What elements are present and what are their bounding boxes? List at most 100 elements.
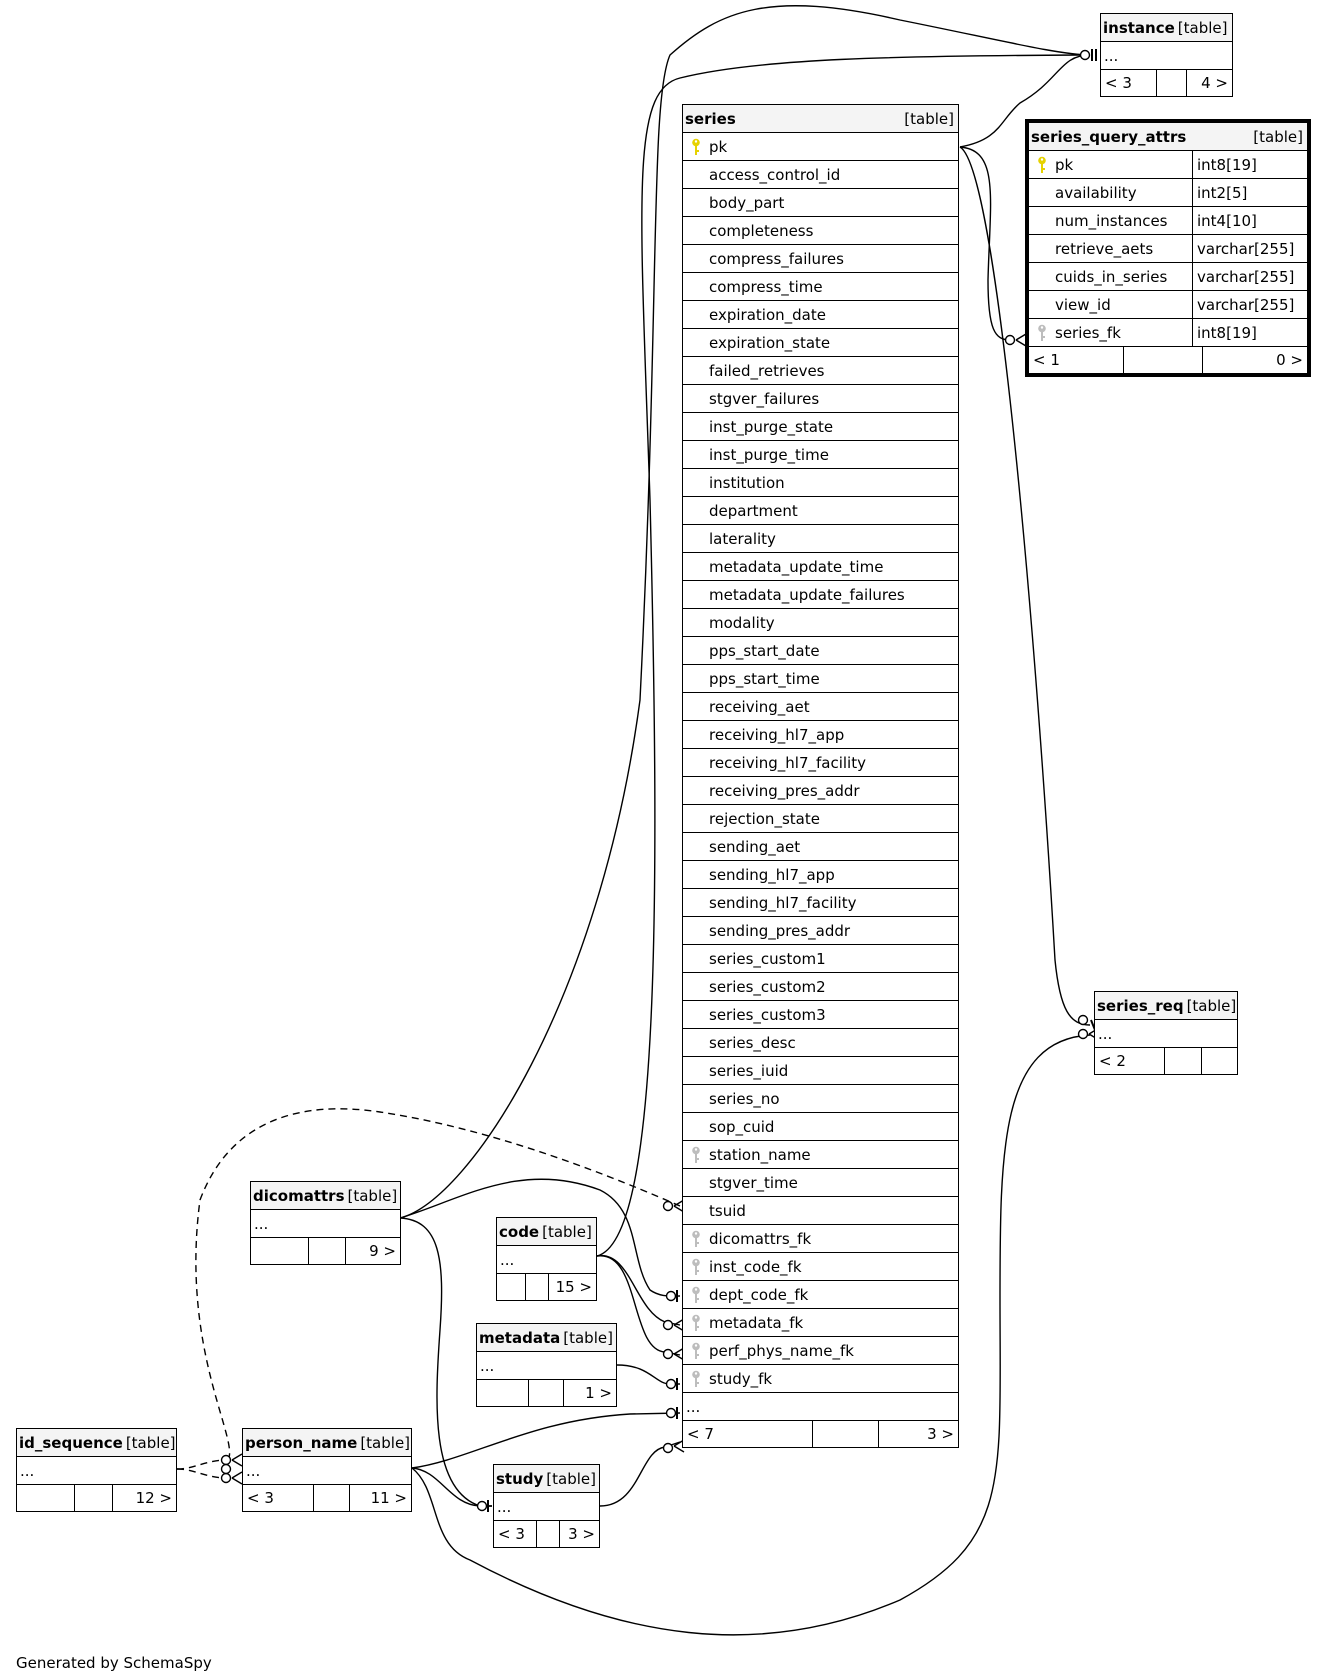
table-series-req[interactable]: series_req[table] ... < 2 xyxy=(1094,991,1238,1075)
table-header: series [table] xyxy=(683,105,958,133)
parents-link[interactable]: < 3 xyxy=(494,1521,537,1547)
column-name: inst_code_fk xyxy=(709,1257,802,1276)
column-name: metadata_fk xyxy=(709,1313,804,1332)
footer-middle xyxy=(309,1238,346,1264)
table-study[interactable]: study[table] ... < 3 3 > xyxy=(493,1464,600,1548)
column-type: int4[10] xyxy=(1197,211,1257,230)
foreign-key-icon xyxy=(692,1230,700,1247)
table-name: person_name xyxy=(245,1433,358,1452)
column-row: rejection_state xyxy=(683,805,958,833)
more-columns: ... xyxy=(683,1393,958,1421)
column-row: series_custom2 xyxy=(683,973,958,1001)
footer-middle xyxy=(314,1485,350,1511)
column-name: compress_time xyxy=(709,277,823,296)
table-dicomattrs[interactable]: dicomattrs[table] ... 9 > xyxy=(250,1181,401,1265)
column-row: receiving_pres_addr xyxy=(683,777,958,805)
children-link[interactable]: 11 > xyxy=(370,1489,407,1507)
table-name: series_req xyxy=(1097,996,1184,1015)
table-code[interactable]: code[table] ... 15 > xyxy=(496,1217,597,1301)
column-name: series_fk xyxy=(1055,323,1121,342)
column-name: department xyxy=(709,501,798,520)
column-row: institution xyxy=(683,469,958,497)
column-type: int8[19] xyxy=(1197,155,1257,174)
column-row: metadata_update_failures xyxy=(683,581,958,609)
rel-personname-study xyxy=(411,1467,492,1507)
parents-link[interactable]: < 1 xyxy=(1029,347,1124,373)
column-type: varchar[255] xyxy=(1197,239,1295,258)
rel-idsequence-personname-a xyxy=(176,1459,229,1470)
more-columns: ... xyxy=(243,1457,411,1485)
children-link[interactable]: 3 > xyxy=(568,1525,595,1543)
children-link[interactable]: 1 > xyxy=(585,1384,612,1402)
rel-personname-stationname xyxy=(195,1108,681,1461)
table-footer: 15 > xyxy=(497,1274,596,1300)
column-name: series_desc xyxy=(709,1033,796,1052)
more-columns: ... xyxy=(1095,1020,1237,1048)
column-row: expiration_date xyxy=(683,301,958,329)
column-row: metadata_update_time xyxy=(683,553,958,581)
parents-link[interactable]: < 2 xyxy=(1095,1048,1165,1074)
children-link[interactable]: 0 > xyxy=(1276,351,1303,369)
table-name: instance xyxy=(1103,18,1175,37)
rel-dicomattrs-study xyxy=(399,1217,492,1507)
column-name: station_name xyxy=(709,1145,811,1164)
parents-link xyxy=(477,1380,529,1406)
column-type: varchar[255] xyxy=(1197,267,1295,286)
column-row: modality xyxy=(683,609,958,637)
foreign-key-icon xyxy=(692,1258,700,1275)
table-name: series_query_attrs xyxy=(1031,127,1187,146)
column-row: stgver_time xyxy=(683,1169,958,1197)
footer-middle xyxy=(1124,347,1203,373)
primary-key-icon xyxy=(692,138,700,155)
column-row: series_desc xyxy=(683,1029,958,1057)
key-slot xyxy=(683,1314,709,1332)
children-link[interactable]: 12 > xyxy=(135,1489,172,1507)
table-name: id_sequence xyxy=(19,1433,123,1452)
table-person-name[interactable]: person_name[table] ... < 3 11 > xyxy=(242,1428,412,1512)
key-slot xyxy=(683,138,709,156)
table-header: id_sequence[table] xyxy=(17,1429,176,1457)
table-id-sequence[interactable]: id_sequence[table] ... 12 > xyxy=(16,1428,177,1512)
column-row: dept_code_fk xyxy=(683,1281,958,1309)
column-row: receiving_aet xyxy=(683,693,958,721)
table-metadata[interactable]: metadata[table] ... 1 > xyxy=(476,1323,617,1407)
column-row: tsuid xyxy=(683,1197,958,1225)
column-name: receiving_aet xyxy=(709,697,810,716)
table-footer: < 3 4 > xyxy=(1101,70,1232,96)
rel-series-seriesreq xyxy=(959,146,1091,1026)
column-name: dicomattrs_fk xyxy=(709,1229,812,1248)
children-link[interactable]: 3 > xyxy=(927,1425,954,1443)
column-row: station_name xyxy=(683,1141,958,1169)
column-name: sending_hl7_app xyxy=(709,865,835,884)
column-row: inst_code_fk xyxy=(683,1253,958,1281)
more-columns: ... xyxy=(251,1210,400,1238)
table-footer: < 1 0 > xyxy=(1029,347,1307,373)
parents-link[interactable]: < 7 xyxy=(683,1421,813,1447)
column-name: expiration_state xyxy=(709,333,831,352)
column-name: inst_purge_state xyxy=(709,417,834,436)
table-header: series_query_attrs [table] xyxy=(1029,123,1307,151)
column-name: inst_purge_time xyxy=(709,445,829,464)
rel-series-instance xyxy=(959,54,1091,148)
rel-series-sqa xyxy=(959,146,1011,341)
foreign-key-icon xyxy=(692,1314,700,1331)
column-name: access_control_id xyxy=(709,165,841,184)
column-row: laterality xyxy=(683,525,958,553)
rel-dicomattrs-instance xyxy=(399,5,1091,1219)
table-type: [table] xyxy=(1253,127,1303,146)
parents-link[interactable]: < 3 xyxy=(243,1485,314,1511)
parents-link[interactable]: < 3 xyxy=(1101,70,1157,96)
column-name: expiration_date xyxy=(709,305,826,324)
table-name: metadata xyxy=(479,1328,561,1347)
table-instance[interactable]: instance[table] ... < 3 4 > xyxy=(1100,13,1233,97)
children-link[interactable]: 4 > xyxy=(1201,74,1228,92)
column-name: receiving_hl7_facility xyxy=(709,753,866,772)
children-link[interactable]: 15 > xyxy=(555,1278,592,1296)
column-row: pps_start_date xyxy=(683,637,958,665)
children-link[interactable]: 9 > xyxy=(369,1242,396,1260)
more-columns: ... xyxy=(477,1352,616,1380)
